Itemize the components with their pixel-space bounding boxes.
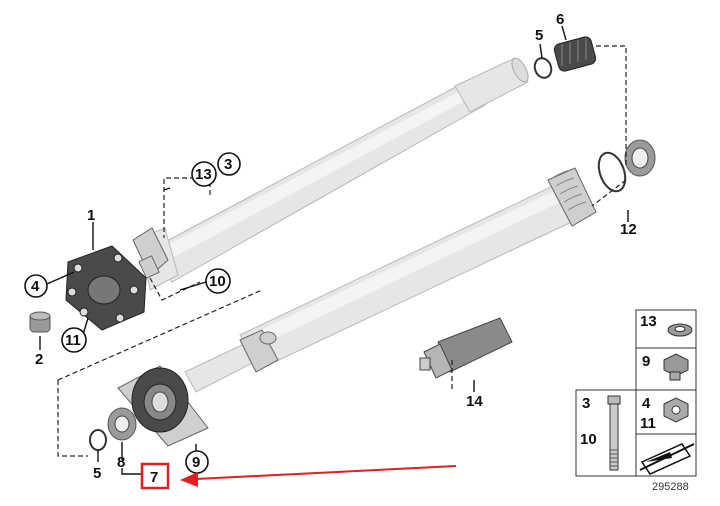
callout-label-14: 14 xyxy=(466,393,483,410)
callout-3: 3 xyxy=(217,152,241,176)
centering-bushing-part-2 xyxy=(29,311,51,333)
callout-label-13: 13 xyxy=(195,166,212,183)
callout-label-10: 10 xyxy=(209,273,226,290)
callout-label-4: 4 xyxy=(31,278,40,295)
callout-8: 8 xyxy=(117,454,125,471)
legend-label-4: 4 xyxy=(642,395,651,412)
flex-disc-part-1 xyxy=(65,245,147,331)
callout-1: 1 xyxy=(87,207,95,224)
legend-label-11: 11 xyxy=(640,415,656,432)
callout-label-12: 12 xyxy=(620,221,637,238)
callout-11: 11 xyxy=(61,327,87,353)
grease-tube-part-14 xyxy=(419,317,513,379)
front-drive-shaft xyxy=(132,57,529,291)
diagram-id: 295288 xyxy=(652,481,689,493)
callout-label-8: 8 xyxy=(117,454,125,471)
callout-4: 4 xyxy=(24,274,48,298)
legend-label-3: 3 xyxy=(582,395,590,412)
callout-label-2: 2 xyxy=(35,351,43,368)
seal-parts-5-6-top xyxy=(533,36,597,79)
callout-label-5-top: 5 xyxy=(535,27,543,44)
callout-6: 6 xyxy=(556,11,564,28)
callout-label-5-bottom: 5 xyxy=(93,465,101,482)
callout-label-1: 1 xyxy=(87,207,95,224)
callout-13: 13 xyxy=(191,161,217,187)
callout-12: 12 xyxy=(620,221,637,238)
callout-label-6: 6 xyxy=(556,11,564,28)
callout-label-3: 3 xyxy=(224,156,232,173)
seal-ring-part-5-bottom xyxy=(89,429,107,451)
leader-lines xyxy=(39,25,629,475)
callout-label-11: 11 xyxy=(65,332,81,349)
rear-drive-shaft xyxy=(184,167,597,393)
callout-2: 2 xyxy=(35,351,43,368)
callout-label-9: 9 xyxy=(192,454,200,471)
legend-label-9: 9 xyxy=(642,353,650,370)
callout-5-bottom: 5 xyxy=(93,465,101,482)
bearing-ring-part-8 xyxy=(107,407,137,441)
highlight-arrow xyxy=(180,465,457,487)
callout-14: 14 xyxy=(466,393,483,410)
seal-ring-part-12 xyxy=(597,139,656,193)
callout-9: 9 xyxy=(185,450,209,474)
callout-label-7: 7 xyxy=(150,469,158,486)
callout-10: 10 xyxy=(205,268,231,294)
small-parts-legend: 13 9 3 10 4 11 295288 xyxy=(575,309,697,493)
center-bearing-part-7 xyxy=(117,365,209,447)
callout-5-top: 5 xyxy=(535,27,543,44)
assembly-lines xyxy=(57,45,627,457)
legend-label-10: 10 xyxy=(580,431,597,448)
callout-7-highlighted: 7 xyxy=(140,462,170,490)
legend-label-13: 13 xyxy=(640,313,657,330)
